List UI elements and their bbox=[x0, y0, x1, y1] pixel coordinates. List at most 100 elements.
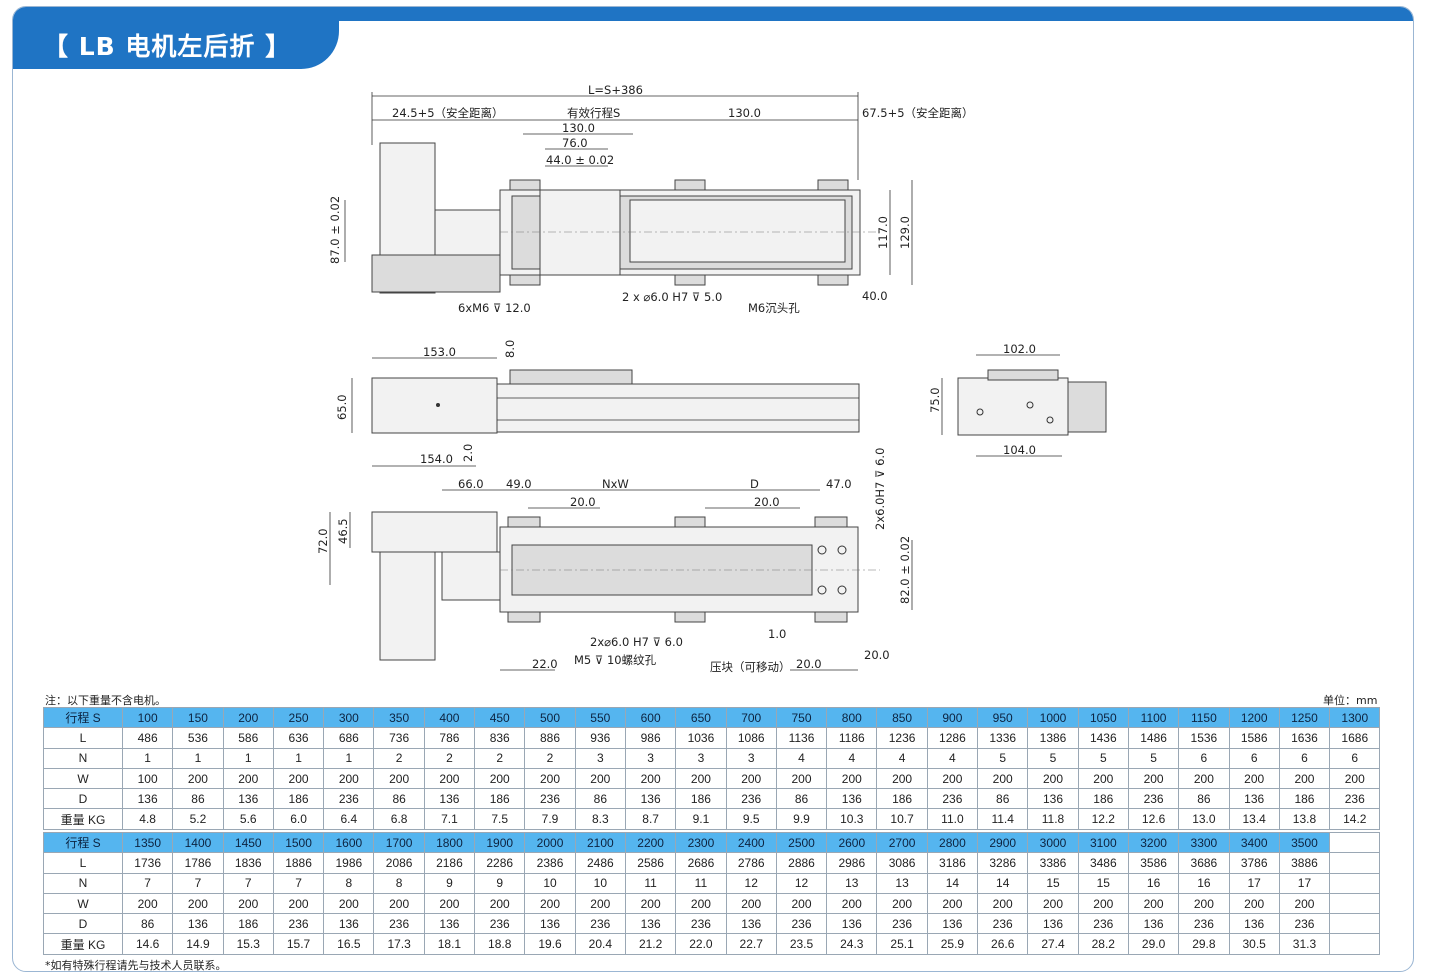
table-cell: 30.5 bbox=[1228, 933, 1280, 955]
table-cell: 1836 bbox=[222, 852, 274, 874]
table-cell: 6 bbox=[1329, 747, 1381, 769]
table-cell: 200 bbox=[423, 892, 476, 915]
table-cell: 136 bbox=[1228, 913, 1280, 935]
table-cell: 1700 bbox=[373, 831, 425, 854]
dim-82: 82.0 ± 0.02 bbox=[898, 536, 912, 604]
table-cell: 936 bbox=[574, 727, 626, 749]
table-cell: 400 bbox=[423, 706, 476, 729]
table-cell: 186 bbox=[675, 788, 727, 810]
page-title: 【 LB 电机左后折 】 bbox=[13, 21, 339, 69]
table-cell: 200 bbox=[775, 767, 828, 790]
bottom-view: 66.0 49.0 NxW D 47.0 20.0 20.0 72.0 46.5… bbox=[316, 448, 913, 674]
table-cell: 200 bbox=[1278, 767, 1331, 790]
table-cell: 200 bbox=[725, 767, 777, 790]
table-cell: 3586 bbox=[1127, 852, 1180, 874]
table-cell: 250 bbox=[272, 706, 325, 729]
table-cell: 1450 bbox=[222, 831, 274, 854]
table-cell: 136 bbox=[423, 913, 476, 935]
table-cell: 3386 bbox=[1027, 852, 1079, 874]
table-cell: 200 bbox=[826, 892, 878, 915]
table-cell: 2600 bbox=[826, 831, 878, 854]
table-cell: 100 bbox=[121, 767, 174, 790]
table-cell: 136 bbox=[1027, 788, 1079, 810]
table-cell: 1036 bbox=[675, 727, 727, 749]
table-cell: 14.9 bbox=[172, 933, 224, 955]
table-cell: 200 bbox=[474, 767, 526, 790]
table-cell: 200 bbox=[775, 892, 828, 915]
table-cell: 2586 bbox=[624, 852, 677, 874]
table-cell: 200 bbox=[172, 767, 224, 790]
table-cell: 22.0 bbox=[675, 933, 727, 955]
table-cell: 536 bbox=[172, 727, 224, 749]
table-cell: 3286 bbox=[977, 852, 1029, 874]
table-cell: 200 bbox=[1077, 767, 1129, 790]
table-cell: 11 bbox=[624, 872, 677, 894]
table-cell: 1 bbox=[272, 747, 325, 769]
table-cell: 3086 bbox=[876, 852, 928, 874]
table-cell: 236 bbox=[474, 913, 526, 935]
table-cell: 8.7 bbox=[624, 808, 677, 830]
table-cell: 236 bbox=[574, 913, 626, 935]
carriage-top bbox=[539, 189, 621, 276]
table-cell: 236 bbox=[1178, 913, 1230, 935]
table-cell: 3300 bbox=[1178, 831, 1230, 854]
table-cell: 1386 bbox=[1027, 727, 1079, 749]
table-cell: 6.4 bbox=[323, 808, 375, 830]
table-cell: 1600 bbox=[323, 831, 375, 854]
table-cell: 6 bbox=[1228, 747, 1280, 769]
dim-22: 22.0 bbox=[532, 657, 558, 671]
dim-72: 72.0 bbox=[316, 528, 330, 554]
table-cell: 10.7 bbox=[876, 808, 928, 830]
table-cell: 8 bbox=[373, 872, 425, 894]
table-cell: 236 bbox=[1278, 913, 1331, 935]
table-cell: 200 bbox=[272, 767, 325, 790]
end-body bbox=[957, 377, 1069, 436]
dim-76: 76.0 bbox=[562, 136, 588, 150]
dim-m6-counterbore: M6沉头孔 bbox=[748, 301, 800, 315]
table-cell: 950 bbox=[977, 706, 1029, 729]
table-cell: 2 bbox=[524, 747, 576, 769]
bottom-coupling bbox=[441, 551, 501, 601]
table-cell: 86 bbox=[977, 788, 1029, 810]
table-cell: 850 bbox=[876, 706, 928, 729]
table-cell: 1250 bbox=[1278, 706, 1331, 729]
row-label: 重量 KG bbox=[43, 933, 123, 955]
table-cell: 200 bbox=[323, 892, 375, 915]
table-cell: 200 bbox=[574, 767, 626, 790]
table-cell: 750 bbox=[775, 706, 828, 729]
table-cell: 200 bbox=[675, 892, 727, 915]
table-cell: 18.1 bbox=[423, 933, 476, 955]
row-label: L bbox=[43, 727, 123, 749]
table-cell: 26.6 bbox=[977, 933, 1029, 955]
table-cell: 3000 bbox=[1027, 831, 1079, 854]
dim-40: 40.0 bbox=[862, 289, 888, 303]
dim-47: 47.0 bbox=[826, 477, 852, 491]
table-cell: 236 bbox=[977, 913, 1029, 935]
row-label: W bbox=[43, 767, 123, 790]
table-cell: 136 bbox=[323, 913, 375, 935]
row-label: 行程 S bbox=[43, 831, 123, 854]
dim-20d: 20.0 bbox=[864, 648, 890, 662]
table-cell: 486 bbox=[121, 727, 174, 749]
table-cell: 1886 bbox=[272, 852, 325, 874]
table-cell: 2 bbox=[423, 747, 476, 769]
table-cell: 11.0 bbox=[926, 808, 979, 830]
table-cell: 10 bbox=[574, 872, 626, 894]
table-cell: 236 bbox=[1127, 788, 1180, 810]
table-cell: 350 bbox=[373, 706, 425, 729]
table-cell: 15 bbox=[1077, 872, 1129, 894]
table-cell: 2900 bbox=[977, 831, 1029, 854]
dim-pin-holes: 2 x ⌀6.0 H7 ⊽ 5.0 bbox=[622, 290, 722, 304]
table-cell: 3400 bbox=[1228, 831, 1280, 854]
table-cell: 236 bbox=[775, 913, 828, 935]
table-cell: 600 bbox=[624, 706, 677, 729]
table-cell: 17.3 bbox=[373, 933, 425, 955]
table-cell: 7.5 bbox=[474, 808, 526, 830]
table-cell: 550 bbox=[574, 706, 626, 729]
table-cell: 200 bbox=[1178, 892, 1230, 915]
table-cell: 25.1 bbox=[876, 933, 928, 955]
table-cell: 200 bbox=[1278, 892, 1331, 915]
table-cell: 6.8 bbox=[373, 808, 425, 830]
table-cell: 200 bbox=[1077, 892, 1129, 915]
